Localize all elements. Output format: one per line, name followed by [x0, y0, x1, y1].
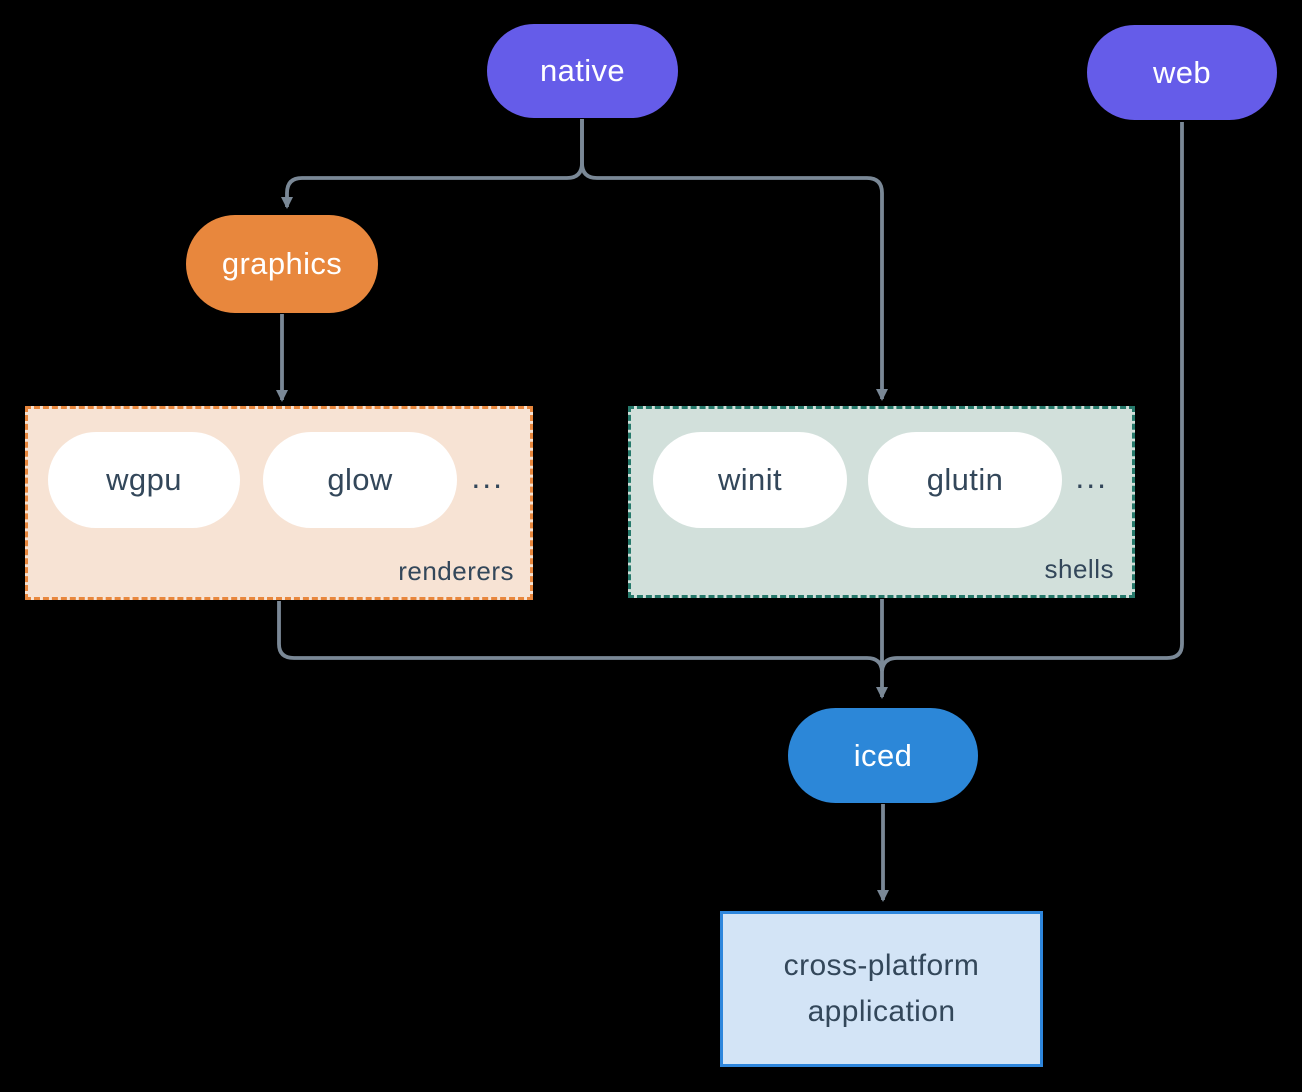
node-wgpu: wgpu [48, 432, 240, 528]
node-native-label: native [539, 53, 626, 88]
node-glutin-label: glutin [926, 462, 1004, 497]
node-winit: winit [653, 432, 847, 528]
group-shells: winit glutin ... shells [628, 406, 1135, 598]
node-wgpu-label: wgpu [106, 462, 182, 497]
node-web-label: web [1152, 54, 1212, 90]
renderers-ellipsis: ... [471, 459, 504, 495]
node-web: web [1087, 25, 1277, 120]
node-cross-platform-application: cross-platform application [720, 911, 1043, 1067]
edge-renderers-to-merge [277, 601, 884, 672]
node-glow-label: glow [327, 462, 393, 497]
shells-group-label: shells [1044, 554, 1114, 584]
edge-native-to-shells [580, 119, 888, 401]
node-iced-label: iced [853, 737, 913, 773]
node-native: native [487, 24, 678, 118]
shells-ellipsis: ... [1075, 459, 1108, 495]
node-glutin: glutin [868, 432, 1062, 528]
node-graphics-label: graphics [221, 246, 343, 281]
node-glow: glow [263, 432, 457, 528]
node-graphics: graphics [186, 215, 378, 313]
application-label-line1: cross-platform [783, 948, 980, 982]
renderers-group-label: renderers [398, 556, 514, 586]
application-label-line2: application [807, 995, 956, 1028]
group-renderers: wgpu glow ... renderers [25, 406, 533, 600]
edge-native-to-graphics [281, 119, 584, 209]
node-winit-label: winit [717, 462, 782, 497]
node-iced: iced [788, 708, 978, 803]
edge-web-to-merge [880, 122, 1184, 672]
